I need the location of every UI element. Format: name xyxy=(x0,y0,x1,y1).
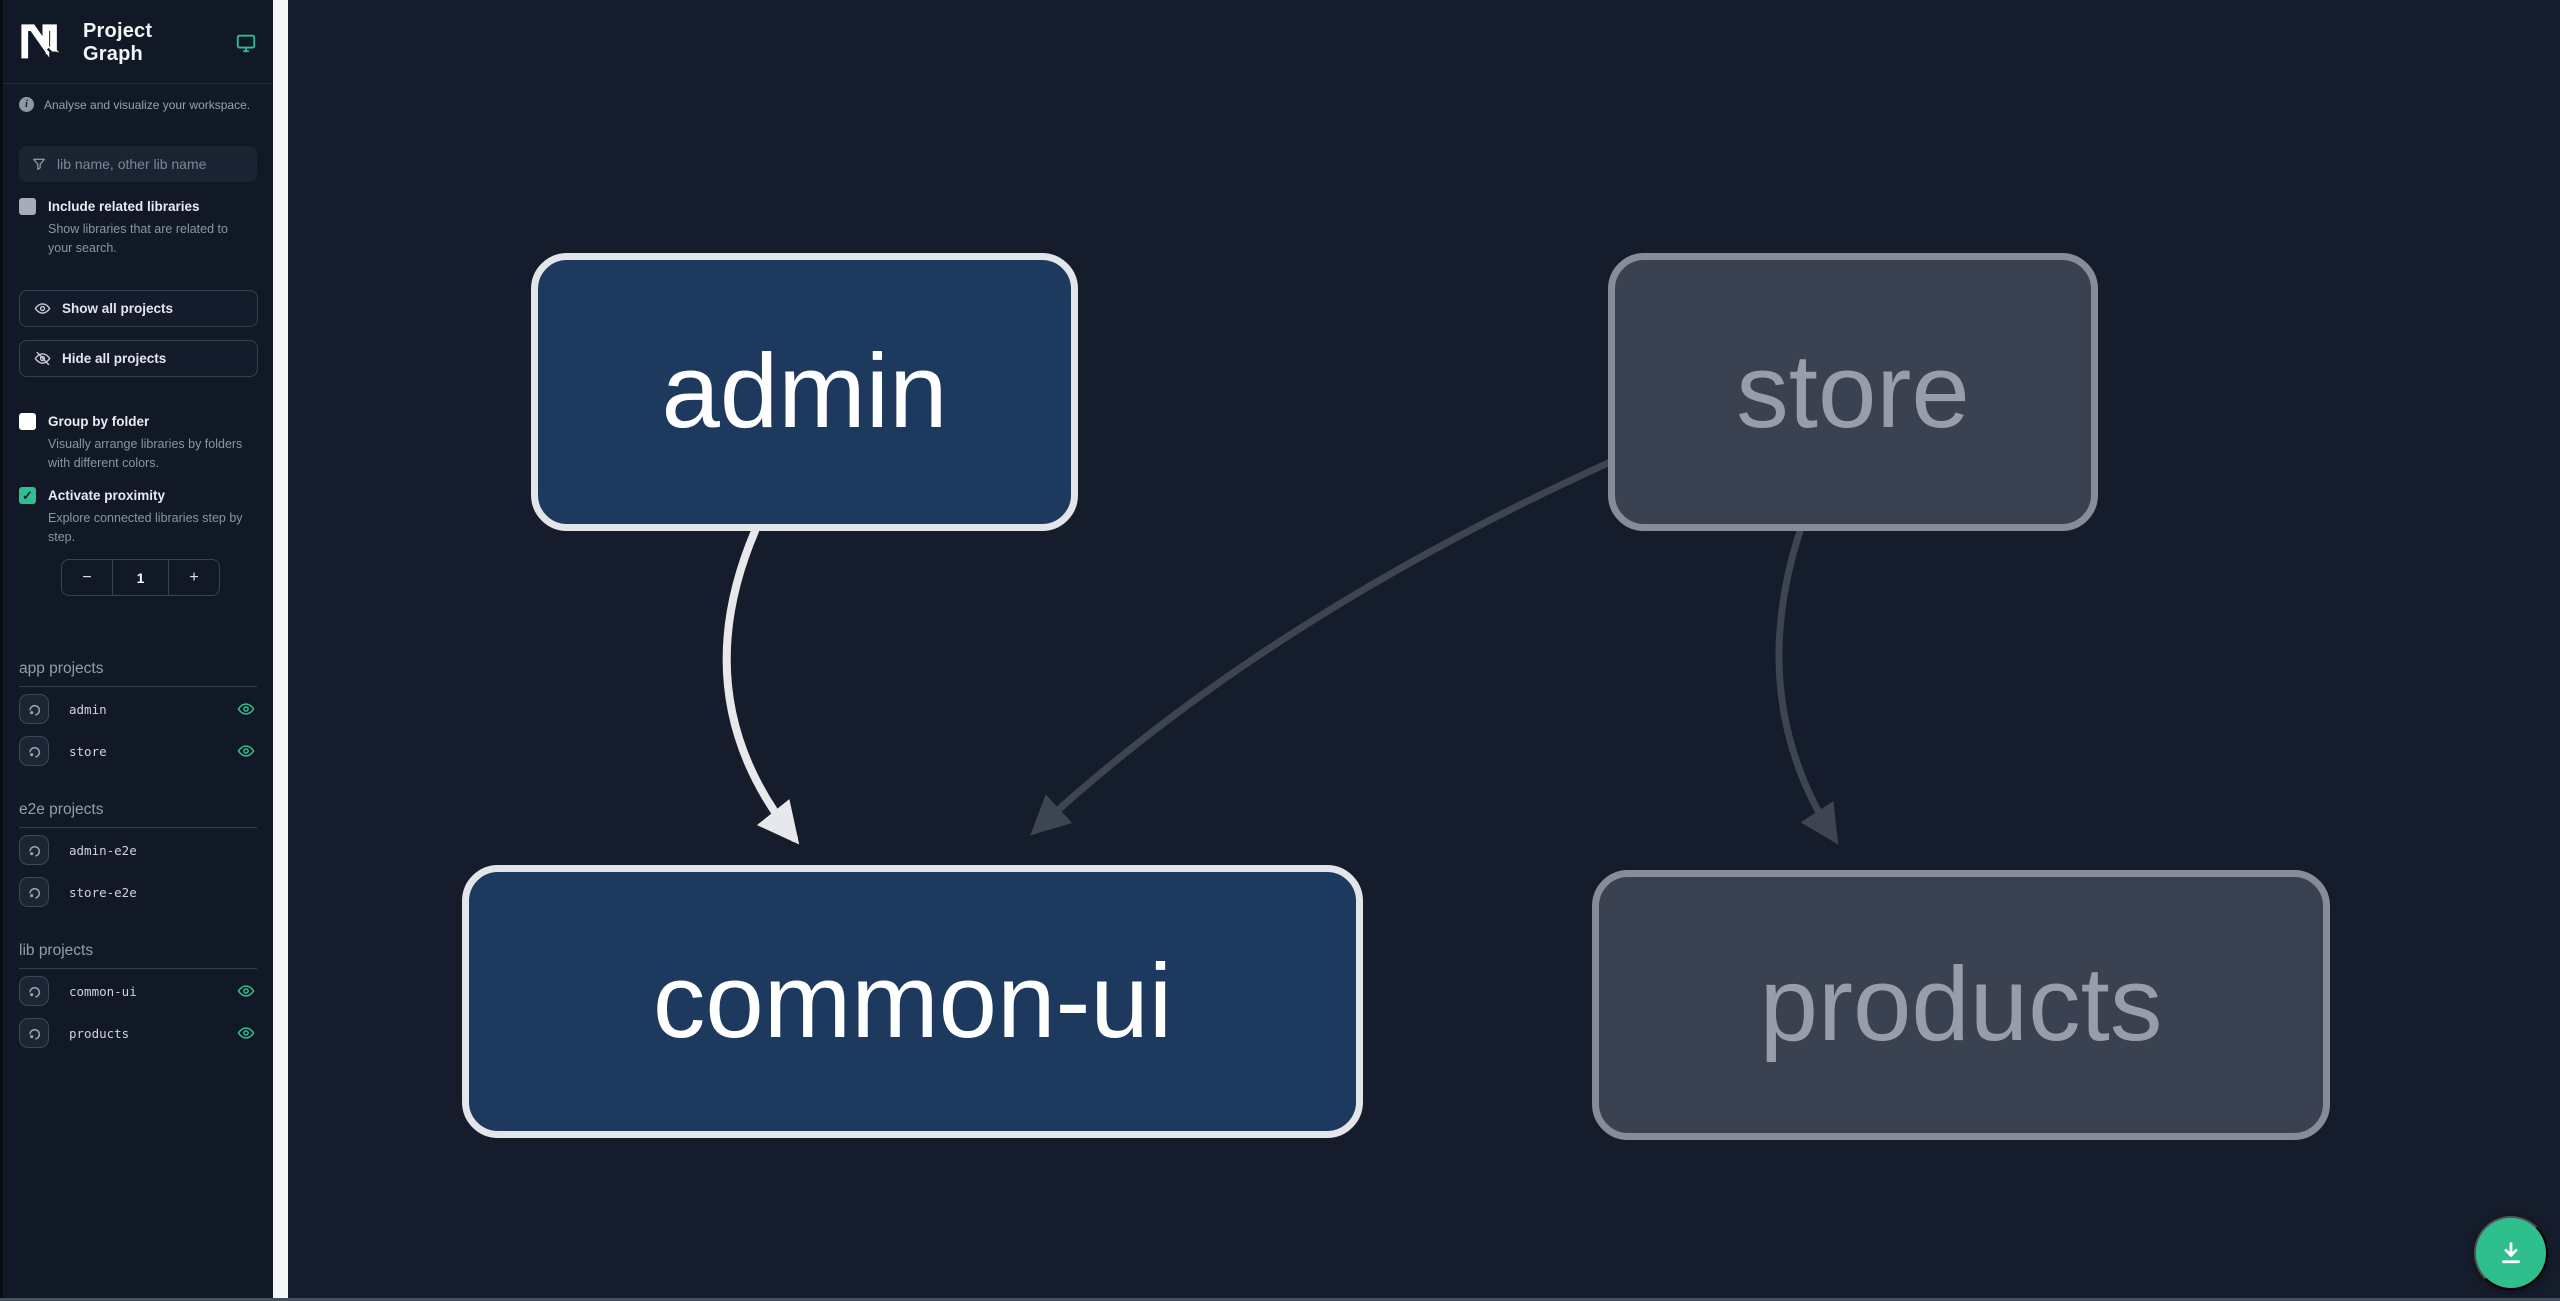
group-by-folder-description: Visually arrange libraries by folders wi… xyxy=(48,437,243,470)
edge-store-to-common-ui xyxy=(1030,459,1612,836)
project-row-common-ui: common-ui xyxy=(19,971,257,1011)
include-related-description: Show libraries that are related to your … xyxy=(48,222,228,255)
info-icon: i xyxy=(19,97,34,112)
hide-all-projects-label: Hide all projects xyxy=(62,351,167,366)
screen-monitor-icon[interactable] xyxy=(235,32,257,54)
focus-project-button[interactable] xyxy=(19,694,49,724)
eye-icon xyxy=(34,303,51,314)
search-box xyxy=(19,146,257,182)
focus-project-button[interactable] xyxy=(19,1018,49,1048)
edge-admin-to-common-ui xyxy=(722,527,800,845)
focus-icon xyxy=(29,887,41,899)
show-all-projects-button[interactable]: Show all projects xyxy=(19,290,258,327)
graph-canvas[interactable]: admin store common-ui products xyxy=(288,0,2560,1301)
focus-icon xyxy=(29,845,41,857)
activate-proximity-description: Explore connected libraries step by step… xyxy=(48,511,243,544)
focus-icon xyxy=(29,704,41,716)
download-icon xyxy=(2502,1242,2520,1264)
group-by-folder-label: Group by folder xyxy=(48,414,150,429)
graph-node-store[interactable]: store xyxy=(1608,253,2098,531)
workspace-tagline: Analyse and visualize your workspace. xyxy=(44,97,251,112)
section-title: app projects xyxy=(19,660,257,687)
project-row-store-e2e: store-e2e xyxy=(19,872,257,912)
focus-project-button[interactable] xyxy=(19,877,49,907)
section-title: e2e projects xyxy=(19,801,257,828)
eye-off-icon xyxy=(34,351,51,366)
project-row-store: store xyxy=(19,731,257,771)
sidebar-scrollbar[interactable] xyxy=(273,0,288,1301)
show-all-projects-label: Show all projects xyxy=(62,301,174,316)
proximity-decrement-button[interactable]: − xyxy=(82,568,92,586)
proximity-stepper: − 1 + xyxy=(61,559,220,596)
focus-project-button[interactable] xyxy=(19,835,49,865)
proximity-increment-button[interactable]: + xyxy=(189,568,199,586)
section-lib-projects: lib projects common-ui products xyxy=(19,942,257,1053)
sidebar-header: Project Graph xyxy=(3,0,273,84)
project-name: products xyxy=(69,1025,130,1041)
sidebar: Project Graph i Analyse and visualize yo… xyxy=(0,0,273,1301)
focus-icon xyxy=(29,1028,41,1040)
include-related-checkbox[interactable] xyxy=(19,198,36,215)
focus-project-button[interactable] xyxy=(19,736,49,766)
page-title: Project Graph xyxy=(83,19,153,65)
toggle-visibility-eye-icon[interactable] xyxy=(237,742,255,760)
filter-funnel-icon xyxy=(33,158,45,170)
download-graph-button[interactable] xyxy=(2474,1216,2548,1290)
workspace-tagline-row: i Analyse and visualize your workspace. xyxy=(3,84,273,112)
activate-proximity-label: Activate proximity xyxy=(48,488,166,503)
project-name: admin-e2e xyxy=(69,842,137,858)
project-row-admin: admin xyxy=(19,689,257,729)
project-name: admin xyxy=(69,701,107,717)
window-bottom-edge xyxy=(0,1298,2560,1301)
edge-store-to-products xyxy=(1775,527,1839,845)
nx-logo-icon xyxy=(21,23,60,58)
toggle-visibility-eye-icon[interactable] xyxy=(237,982,255,1000)
focus-icon xyxy=(29,986,41,998)
section-e2e-projects: e2e projects admin-e2e store-e2e xyxy=(19,801,257,912)
section-title: lib projects xyxy=(19,942,257,969)
section-app-projects: app projects admin store xyxy=(19,660,257,771)
project-name: common-ui xyxy=(69,983,137,999)
focus-project-button[interactable] xyxy=(19,976,49,1006)
toggle-visibility-eye-icon[interactable] xyxy=(237,1024,255,1042)
search-input[interactable] xyxy=(57,156,247,172)
dependency-edges xyxy=(722,459,1839,845)
proximity-value: 1 xyxy=(112,560,169,595)
project-name: store-e2e xyxy=(69,884,137,900)
activate-proximity-block: ✓ Activate proximity Explore connected l… xyxy=(3,487,273,547)
graph-node-admin[interactable]: admin xyxy=(531,253,1078,531)
include-related-block: Include related libraries Show libraries… xyxy=(3,198,273,258)
project-name: store xyxy=(69,743,107,759)
hide-all-projects-button[interactable]: Hide all projects xyxy=(19,340,258,377)
project-row-admin-e2e: admin-e2e xyxy=(19,830,257,870)
include-related-label: Include related libraries xyxy=(48,199,200,214)
activate-proximity-checkbox[interactable]: ✓ xyxy=(19,487,36,504)
toggle-visibility-eye-icon[interactable] xyxy=(237,700,255,718)
graph-node-common-ui[interactable]: common-ui xyxy=(462,865,1363,1138)
group-by-folder-block: Group by folder Visually arrange librari… xyxy=(3,413,273,473)
focus-icon xyxy=(29,746,41,758)
group-by-folder-checkbox[interactable] xyxy=(19,413,36,430)
graph-node-products[interactable]: products xyxy=(1592,870,2330,1140)
project-row-products: products xyxy=(19,1013,257,1053)
